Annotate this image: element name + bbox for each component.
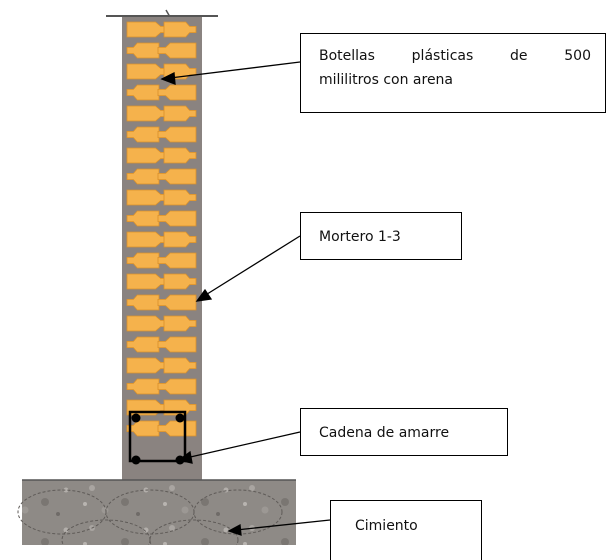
bottle bbox=[163, 273, 197, 290]
leader-arrows bbox=[160, 61, 331, 536]
bottle bbox=[126, 378, 160, 395]
arrow-head bbox=[160, 71, 176, 85]
bottle bbox=[126, 168, 160, 185]
arrow-mortar bbox=[203, 235, 301, 297]
bottle bbox=[126, 210, 160, 227]
bottle-stack bbox=[126, 21, 197, 437]
bottle bbox=[157, 42, 197, 59]
bottle bbox=[157, 168, 197, 185]
bottle bbox=[157, 336, 197, 353]
bottle bbox=[157, 210, 197, 227]
arrow-chain bbox=[185, 431, 301, 459]
label-mortar: Mortero 1-3 bbox=[300, 212, 462, 260]
label-bottles-line2: mililitros con arena bbox=[319, 72, 454, 88]
rebar-dot bbox=[131, 413, 141, 423]
bottle bbox=[163, 357, 197, 374]
bottle bbox=[157, 420, 197, 437]
bottle bbox=[157, 126, 197, 143]
arrow-bottles bbox=[169, 61, 301, 79]
arrow-head bbox=[177, 450, 193, 464]
bottle bbox=[163, 189, 197, 206]
wall-section-diagram bbox=[17, 9, 331, 545]
bottle bbox=[126, 84, 160, 101]
arrow-head bbox=[227, 523, 242, 536]
foundation-stones bbox=[17, 489, 283, 545]
label-foundation: Cimiento bbox=[330, 500, 482, 560]
word: 500 bbox=[564, 48, 591, 64]
word: de bbox=[510, 48, 528, 64]
rebar-dot bbox=[175, 413, 185, 423]
bottle bbox=[163, 315, 197, 332]
label-tie-chain: Cadena de amarre bbox=[300, 408, 508, 456]
arrow-head bbox=[195, 288, 213, 302]
bottle bbox=[157, 252, 197, 269]
bottle bbox=[126, 294, 160, 311]
bottle bbox=[126, 126, 160, 143]
bottle bbox=[163, 147, 197, 164]
word: Botellas bbox=[319, 48, 375, 64]
bottle bbox=[126, 252, 160, 269]
bottle bbox=[157, 294, 197, 311]
bottle bbox=[163, 21, 197, 38]
bottle bbox=[163, 231, 197, 248]
tie-chain-frame bbox=[128, 410, 187, 463]
arrow-foundation bbox=[235, 519, 331, 531]
word: plásticas bbox=[411, 48, 474, 64]
bottle bbox=[126, 336, 160, 353]
bottle bbox=[126, 42, 160, 59]
bottle bbox=[157, 378, 197, 395]
label-bottles-line1: Botellas plásticas de 500 bbox=[319, 44, 591, 68]
label-bottles: Botellas plásticas de 500 mililitros con… bbox=[300, 33, 606, 113]
rebar-dot bbox=[131, 455, 141, 465]
bottle bbox=[163, 105, 197, 122]
bottle bbox=[157, 84, 197, 101]
